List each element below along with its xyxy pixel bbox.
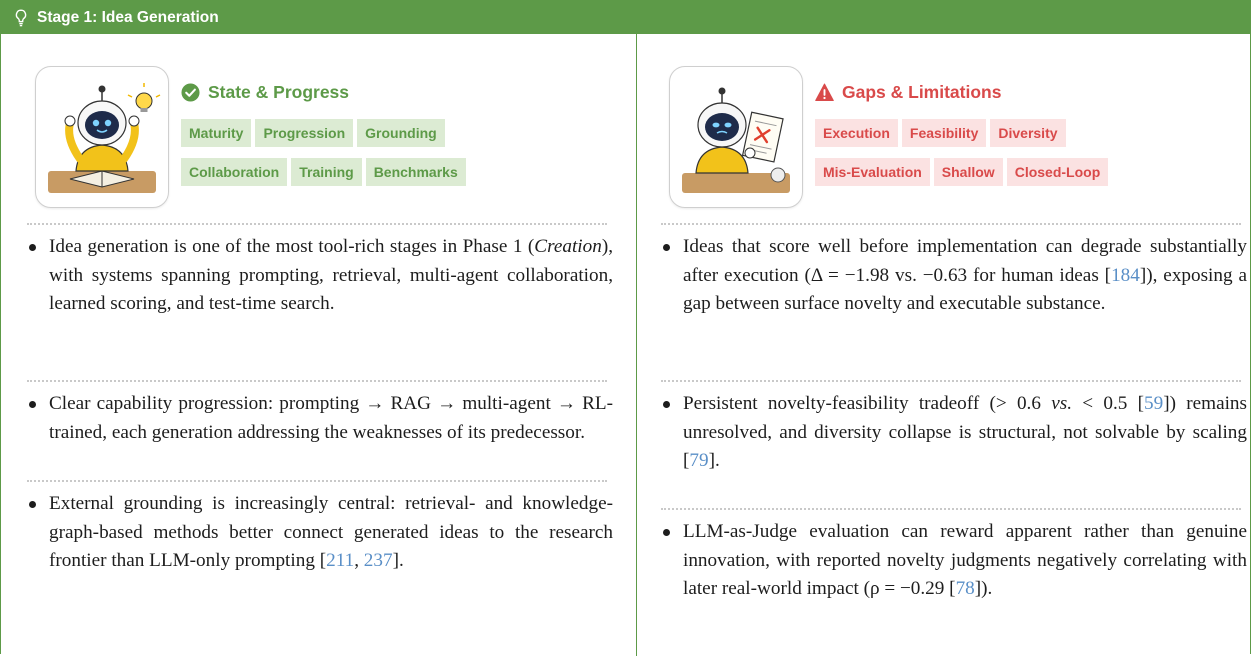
- lightbulb-icon: [15, 8, 27, 26]
- state-progress-title: State & Progress: [208, 82, 350, 102]
- column-divider: [636, 34, 637, 656]
- citation-link[interactable]: 79: [689, 450, 709, 472]
- dotted-separator: [661, 508, 1241, 510]
- citation-link[interactable]: 237: [363, 550, 393, 572]
- state-bullet-2: Clear capability progression: prompting …: [23, 390, 613, 447]
- tag-diversity: Diversity: [990, 119, 1066, 147]
- stage-header: Stage 1: Idea Generation: [1, 1, 1250, 34]
- dotted-separator: [27, 380, 607, 382]
- tag-benchmarks: Benchmarks: [365, 158, 466, 186]
- robot-idea-illustration: [35, 66, 169, 208]
- tag-collaboration: Collaboration: [181, 158, 288, 186]
- citation-link[interactable]: 184: [1111, 264, 1140, 286]
- citation-link[interactable]: 59: [1144, 393, 1164, 414]
- tag-maturity: Maturity: [181, 119, 252, 147]
- tag-execution: Execution: [815, 119, 898, 147]
- dotted-separator: [27, 223, 607, 225]
- tag-training: Training: [291, 158, 362, 186]
- tag-feasibility: Feasibility: [901, 119, 987, 147]
- tag-grounding: Grounding: [357, 119, 445, 147]
- gap-bullet-1: Ideas that score well before implementat…: [657, 233, 1247, 319]
- check-circle-icon: [181, 83, 200, 102]
- tag-shallow: Shallow: [933, 158, 1003, 186]
- warning-triangle-icon: [815, 83, 834, 102]
- gaps-limitations-heading: Gaps & Limitations: [815, 82, 1001, 103]
- citation-link[interactable]: 211: [326, 550, 355, 572]
- tag-progression: Progression: [255, 119, 354, 147]
- state-bullet-1: Idea generation is one of the most tool-…: [23, 233, 613, 319]
- stage-title: Stage 1: Idea Generation: [37, 8, 219, 26]
- gap-bullet-2: Persistent novelty-feasibility tradeoff …: [657, 390, 1247, 476]
- dotted-separator: [661, 223, 1241, 225]
- tag-mis-evaluation: Mis-Evaluation: [815, 158, 930, 186]
- tag-closed-loop: Closed-Loop: [1006, 158, 1109, 186]
- state-progress-heading: State & Progress: [181, 82, 349, 103]
- robot-reviewing-illustration: [669, 66, 803, 208]
- citation-link[interactable]: 78: [955, 578, 975, 600]
- gap-bullet-3: LLM-as-Judge evaluation can reward appar…: [657, 518, 1247, 604]
- dotted-separator: [27, 480, 607, 482]
- state-bullet-3: External grounding is increasingly centr…: [23, 490, 613, 576]
- dotted-separator: [661, 380, 1241, 382]
- gaps-limitations-title: Gaps & Limitations: [842, 82, 1002, 102]
